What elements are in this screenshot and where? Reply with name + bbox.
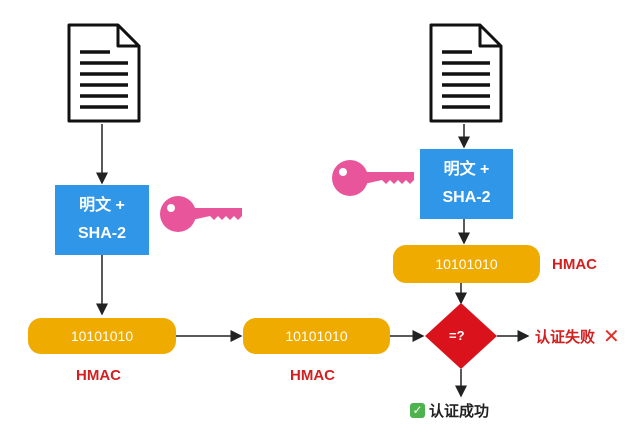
compare-diamond (425, 303, 497, 369)
plaintext-sha2-box-right: 明文 + SHA-2 (420, 149, 513, 219)
auth-fail-result: 认证失败 ✕ (535, 324, 620, 348)
key-icon (160, 196, 242, 232)
hmac-value-pill-left: 10101010 (28, 318, 176, 354)
hash-box-line2: SHA-2 (442, 189, 491, 206)
hmac-label-right: HMAC (552, 256, 597, 273)
hmac-label-transmitted: HMAC (290, 367, 335, 384)
compare-symbol: =? (449, 328, 465, 343)
hmac-value-pill-right: 10101010 (393, 245, 540, 283)
plaintext-sha2-box-left: 明文 + SHA-2 (55, 185, 149, 255)
checkmark-icon: ✓ (410, 403, 425, 418)
hash-box-line2: SHA-2 (77, 225, 126, 242)
hash-box-line1: 明文 + (443, 161, 490, 178)
plaintext-document-icon (67, 23, 141, 123)
hmac-label-left: HMAC (76, 367, 121, 384)
plaintext-document-icon (429, 23, 503, 123)
hmac-value: 10101010 (285, 328, 348, 344)
hmac-value: 10101010 (70, 328, 134, 344)
cross-icon: ✕ (603, 324, 620, 348)
hmac-value-pill-transmitted: 10101010 (243, 318, 390, 354)
auth-success-result: ✓ 认证成功 (410, 400, 489, 421)
key-icon (332, 160, 414, 196)
auth-success-text: 认证成功 (429, 402, 490, 420)
hmac-value: 10101010 (435, 256, 498, 272)
auth-fail-text: 认证失败 (535, 327, 596, 346)
hash-box-line1: 明文 + (79, 197, 125, 214)
